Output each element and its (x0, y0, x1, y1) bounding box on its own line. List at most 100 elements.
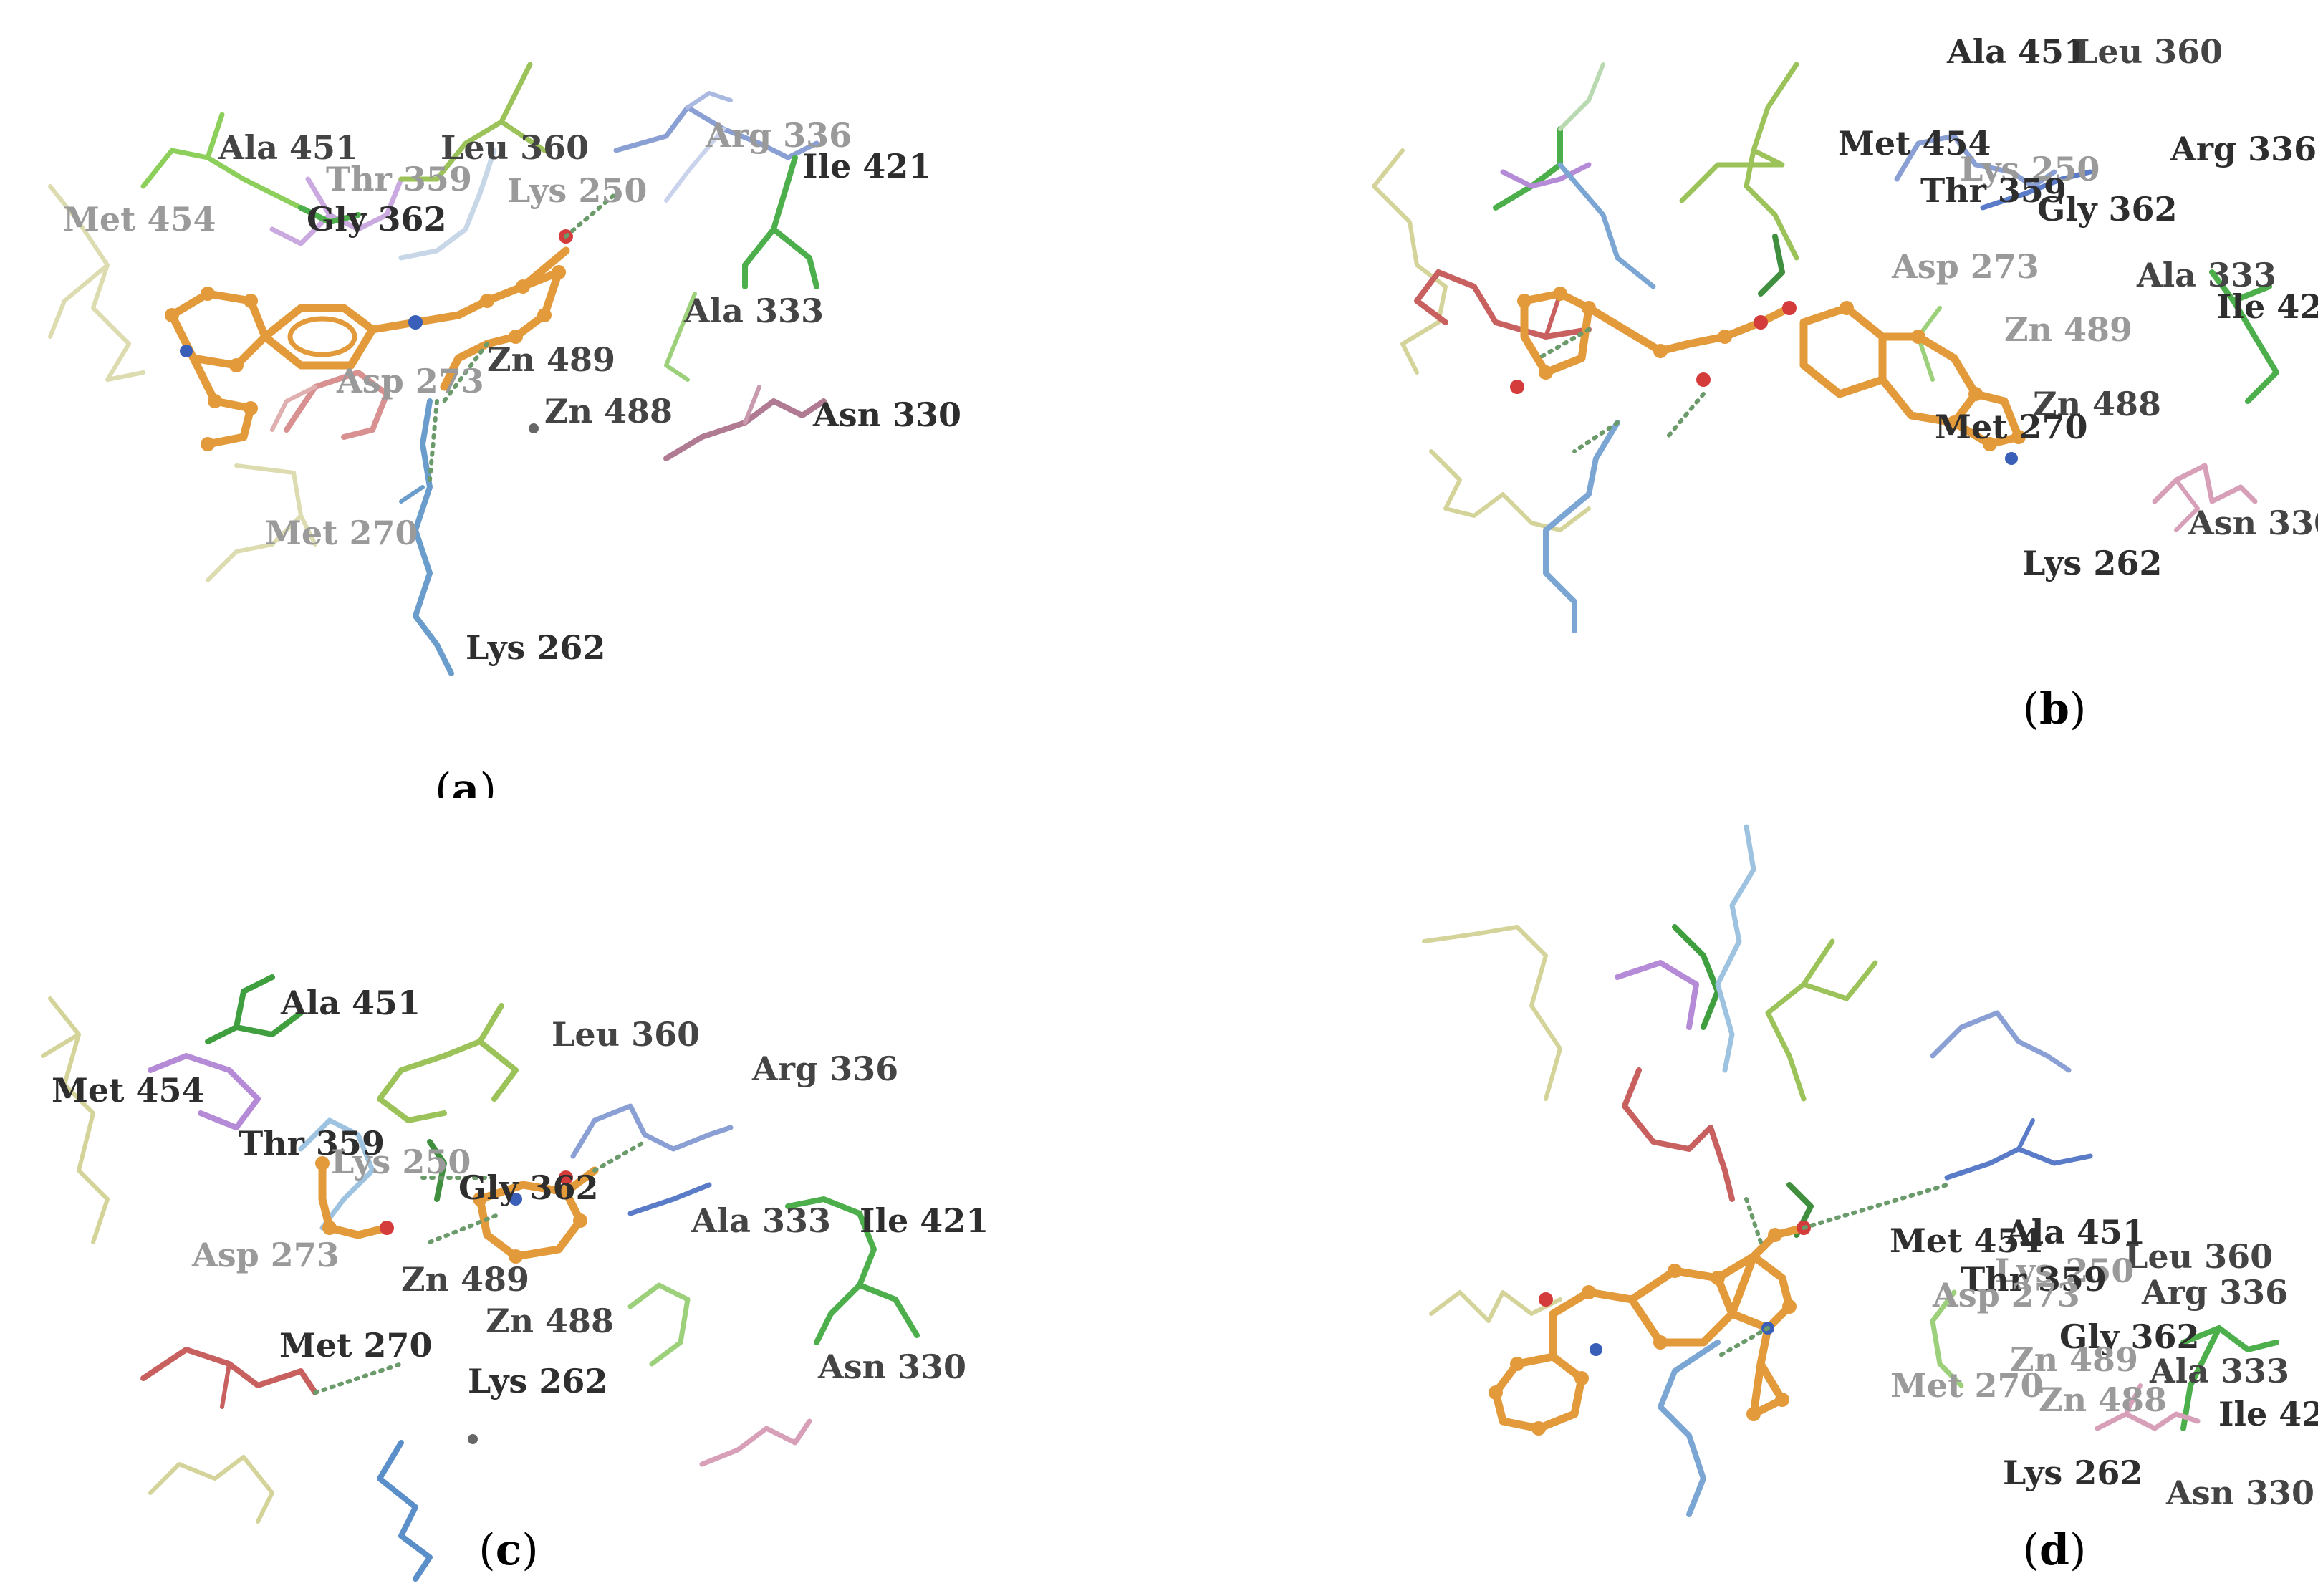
hbond-c-2 (592, 1140, 647, 1173)
label-ala-333: Ala 333 (2149, 1352, 2289, 1390)
label-met-454: Met 454 (63, 200, 216, 239)
label-zn-488: Zn 488 (2039, 1380, 2167, 1419)
arg-336-sticks (613, 91, 819, 203)
met-270-sticks (1429, 449, 1591, 532)
ala-333-sticks (1930, 1289, 1964, 1388)
label-thr-359: Thr 359 (1920, 171, 2067, 210)
label-thr-359: Thr 359 (239, 1124, 385, 1163)
asp-273-sticks (140, 1347, 318, 1409)
label-lys-250: Lys 250 (331, 1143, 471, 1181)
met-454-sticks (41, 996, 110, 1244)
thr-359-sticks (148, 1053, 261, 1130)
met-454-sticks (1372, 148, 1448, 375)
hbond-c-4 (428, 1211, 504, 1244)
caption-a: (a) (435, 764, 496, 798)
gly-362-sticks (1758, 234, 1785, 297)
panel-c: Ala 451 Leu 360 Met 454 Arg 336 Thr 359 … (0, 798, 1159, 1596)
label-leu-360: Leu 360 (2125, 1237, 2273, 1276)
label-arg-336: Arg 336 (2170, 130, 2317, 168)
arg-336-sticks (1930, 1010, 2093, 1181)
label-met-270: Met 270 (265, 514, 418, 552)
label-asp-273: Asp 273 (336, 362, 484, 400)
met-270-sticks (148, 1455, 274, 1524)
label-zn-489: Zn 489 (401, 1260, 529, 1299)
leu-360-sticks (398, 62, 547, 182)
label-asn-330: Asn 330 (2165, 1474, 2314, 1512)
label-zn-489: Zn 489 (487, 340, 615, 379)
label-ile-421: Ile 421 (2218, 1395, 2318, 1433)
lys-262-sticks (377, 1440, 433, 1582)
label-asn-330: Asn 330 (812, 395, 961, 434)
hbond-d-2 (1716, 1326, 1770, 1359)
label-gly-362: Gly 362 (2059, 1317, 2200, 1356)
label-ala-333: Ala 333 (2136, 256, 2276, 294)
panel-a-structure: Ala 451 Thr 359 Leu 360 Arg 336 Ile 421 … (48, 62, 961, 798)
label-lys-262: Lys 262 (2003, 1453, 2143, 1492)
ligand-c (315, 1156, 599, 1264)
label-arg-336: Arg 336 (705, 116, 852, 155)
ala-451-sticks (140, 112, 304, 211)
thr-359-sticks (269, 176, 404, 246)
hbond-b-1 (1536, 327, 1591, 360)
ligand-b (1510, 287, 2026, 465)
ile-421-sticks (742, 155, 819, 289)
label-gly-362: Gly 362 (2037, 190, 2178, 229)
label-ala-451: Ala 451 (280, 984, 420, 1022)
label-thr-359: Thr 359 (326, 160, 472, 198)
zn-488-atom-c (468, 1434, 478, 1444)
label-ile-421: Ile 421 (802, 147, 931, 186)
asp-273-sticks (270, 370, 390, 440)
ala-333-sticks (664, 292, 697, 382)
label-ala-333: Ala 333 (683, 292, 824, 330)
hbond-b-2 (1665, 392, 1706, 439)
panel-d: Ala 451 Met 454 Leu 360 Lys 250 Thr 359 … (1159, 798, 2318, 1596)
zn-488-atom-a (529, 423, 539, 433)
label-asp-273: Asp 273 (1891, 247, 2039, 286)
met-454-sticks (1422, 925, 1562, 1101)
ala-451-sticks (1672, 924, 1721, 1030)
label-leu-360: Leu 360 (441, 128, 589, 167)
met-270-sticks (206, 463, 317, 582)
caption-b: (b) (2023, 684, 2087, 734)
caption-c: (c) (478, 1525, 538, 1575)
asn-330-sticks (2095, 1383, 2201, 1431)
label-lys-262: Lys 262 (468, 1362, 607, 1400)
label-ile-421: Ile 421 (2216, 287, 2318, 326)
label-lys-250: Lys 250 (1960, 150, 2100, 188)
thr-359-sticks (1615, 960, 1699, 1030)
leu-360-sticks (1679, 62, 1799, 261)
lys-262-sticks (1658, 1340, 1721, 1517)
lys-262-sticks (1543, 420, 1620, 633)
hbond-d-3 (1744, 1197, 1763, 1244)
label-lys-262: Lys 262 (466, 628, 605, 667)
ile-421-sticks (2209, 269, 2279, 404)
hbond-c-3 (313, 1362, 403, 1395)
label-ala-451: Ala 451 (1946, 32, 2087, 71)
asp-273-sticks (1414, 269, 1592, 340)
leu-360-sticks (1765, 938, 1878, 1102)
label-zn-488: Zn 488 (2033, 385, 2161, 423)
lys-262-sticks (399, 398, 454, 676)
label-met-454: Met 454 (1890, 1221, 2042, 1260)
label-ala-451: Ala 451 (2005, 1213, 2145, 1251)
label-lys-250: Lys 250 (1994, 1251, 2134, 1290)
asn-330-sticks (663, 385, 827, 461)
label-zn-489: Zn 489 (2010, 1340, 2138, 1379)
hbond-d-1 (1802, 1183, 1949, 1230)
asp-273-sticks (1622, 1067, 1735, 1202)
hbond-a-2 (442, 342, 489, 403)
lys-250-sticks (298, 1117, 375, 1231)
label-lys-262: Lys 262 (2022, 544, 2162, 582)
label-zn-488: Zn 488 (486, 1302, 614, 1340)
label-met-270: Met 270 (1890, 1366, 2043, 1405)
lys-250-sticks (1715, 824, 1756, 1073)
arg-336-sticks (570, 1103, 734, 1216)
label-asn-330: Asn 330 (817, 1347, 966, 1386)
thr-359-sticks (1500, 162, 1592, 189)
asn-330-sticks (2152, 463, 2258, 532)
panel-a: Ala 451 Thr 359 Leu 360 Arg 336 Ile 421 … (0, 0, 1159, 798)
label-zn-488: Zn 488 (544, 392, 673, 431)
label-asp-273: Asp 273 (1932, 1276, 2080, 1314)
met-270-sticks (1429, 1290, 1562, 1323)
ligand-a (165, 229, 573, 451)
